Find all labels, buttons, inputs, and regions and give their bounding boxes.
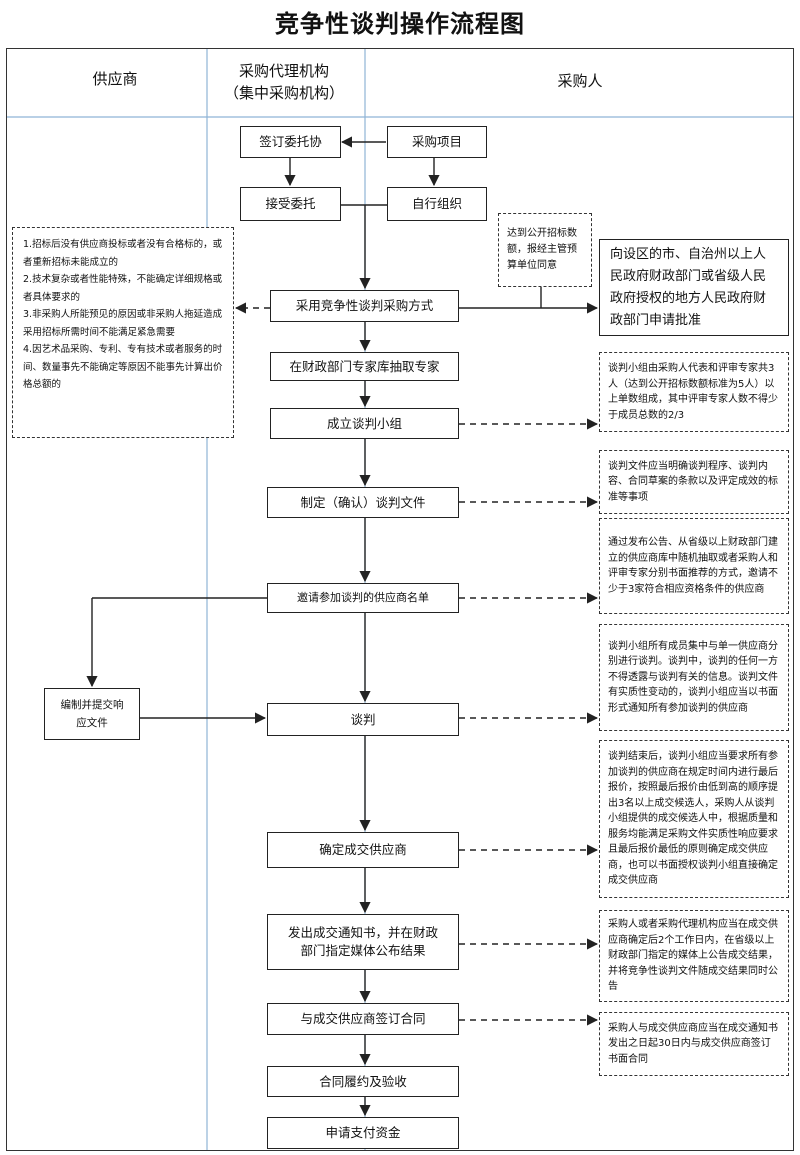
box-adopt-method: 采用竞争性谈判采购方式 [270,290,459,322]
page-title: 竞争性谈判操作流程图 [275,10,525,38]
box-purchase-project: 采购项目 [387,126,487,158]
box-draw-experts: 在财政部门专家库抽取专家 [270,352,459,381]
box-self-organize: 自行组织 [387,187,487,221]
lane-header-agency-line1: 采购代理机构 [238,62,329,80]
box-notice: 发出成交通知书，并在财政部门指定媒体公布结果 [267,914,459,970]
note-determine-rule: 谈判结束后，谈判小组应当要求所有参加谈判的供应商在规定时间内进行最后报价，按照最… [599,740,789,898]
box-accept-entrust: 接受委托 [240,187,341,221]
box-negotiate: 谈判 [267,703,459,736]
box-apply-approval: 向设区的市、自治州以上人民政府财政部门或省级人民政府授权的地方人民政府财政部门申… [599,239,789,336]
lane-header-agency: 采购代理机构 （集中采购机构） [214,60,354,104]
solid-connectors [86,136,599,1117]
note-docs-content: 谈判文件应当明确谈判程序、谈判内容、合同草案的条款以及评定成效的标准等事项 [599,450,789,514]
box-apply-payment: 申请支付资金 [267,1117,459,1149]
note-condition-3: 3.非采购人所能预见的原因或非采购人拖延造成采用招标所需时间不能满足紧急需要 [23,309,223,338]
note-group-composition: 谈判小组由采购人代表和评审专家共3人（达到公开招标数额标准为5人）以上单数组成，… [599,352,789,432]
dashed-connectors [234,302,599,1026]
lane-header-supplier: 供应商 [92,70,138,88]
lane-header-agency-line2: （集中采购机构） [223,84,344,102]
box-perform: 合同履约及验收 [267,1066,459,1097]
lane-header-purchaser: 采购人 [557,72,603,90]
box-prepare-response: 编制并提交响应文件 [44,688,140,740]
note-threshold: 达到公开招标数额，报经主管预算单位同意 [498,213,592,287]
note-condition-1: 1.招标后没有供应商投标或者没有合格标的，或者重新招标未能成立的 [23,239,223,268]
note-invite-method: 通过发布公告、从省级以上财政部门建立的供应商库中随机抽取或者采购人和评审专家分别… [599,518,789,614]
box-form-group: 成立谈判小组 [270,408,459,439]
box-sign-contract: 与成交供应商签订合同 [267,1003,459,1035]
box-determine-supplier: 确定成交供应商 [267,832,459,868]
box-sign-entrust: 签订委托协 [240,126,341,158]
note-condition-2: 2.技术复杂或者性能特殊，不能确定详细规格或者具体要求的 [23,274,223,303]
note-condition-4: 4.因艺术品采购、专利、专有技术或者服务的时间、数量事先不能确定等原因不能事先计… [23,344,223,390]
note-negotiate-rule: 谈判小组所有成员集中与单一供应商分别进行谈判。谈判中，谈判的任何一方不得透露与谈… [599,624,789,731]
note-conditions: 1.招标后没有供应商投标或者没有合格标的，或者重新招标未能成立的 2.技术复杂或… [12,227,234,438]
note-notice-rule: 采购人或者采购代理机构应当在成交供应商确定后2个工作日内，在省级以上财政部门指定… [599,910,789,1002]
note-contract-rule: 采购人与成交供应商应当在成交通知书发出之日起30日内与成交供应商签订书面合同 [599,1012,789,1076]
diagram-frame [6,48,794,1151]
box-invite-list: 邀请参加谈判的供应商名单 [267,583,459,613]
box-make-docs: 制定（确认）谈判文件 [267,487,459,518]
